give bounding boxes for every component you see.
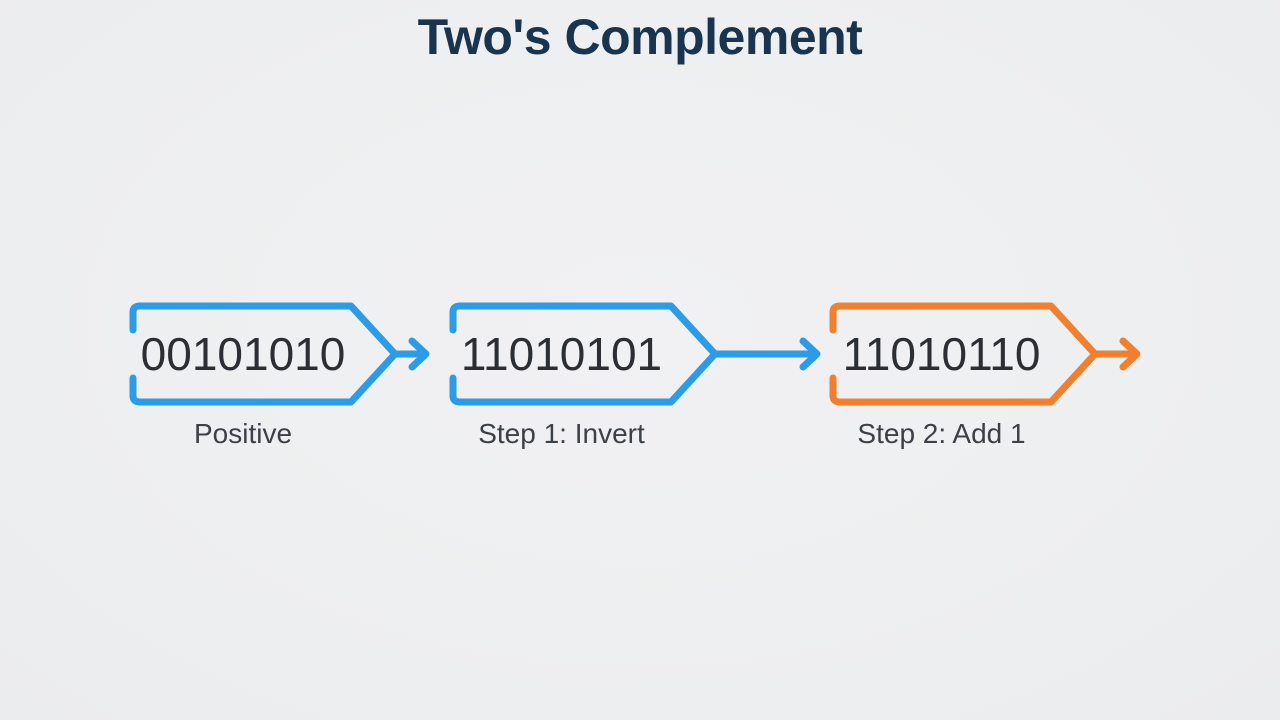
flow-arrowhead-icon [408,337,430,371]
binary-value-two-complement: 11010110 [842,328,1041,380]
flow-arrowhead-icon [799,337,821,371]
step-label-add-one: Step 2: Add 1 [857,418,1026,449]
step-label-invert: Step 1: Invert [478,418,645,449]
page-title: Two's Complement [417,9,863,65]
pennant-shape-positive [129,302,430,406]
pennant-shape-invert [449,302,821,406]
binary-value-inverted: 11010101 [460,328,663,380]
pennant-shape-add-one [829,302,1141,406]
step-label-positive: Positive [193,418,293,449]
flow-arrowhead-icon [1119,337,1141,371]
binary-value-positive: 00101010 [140,328,346,380]
